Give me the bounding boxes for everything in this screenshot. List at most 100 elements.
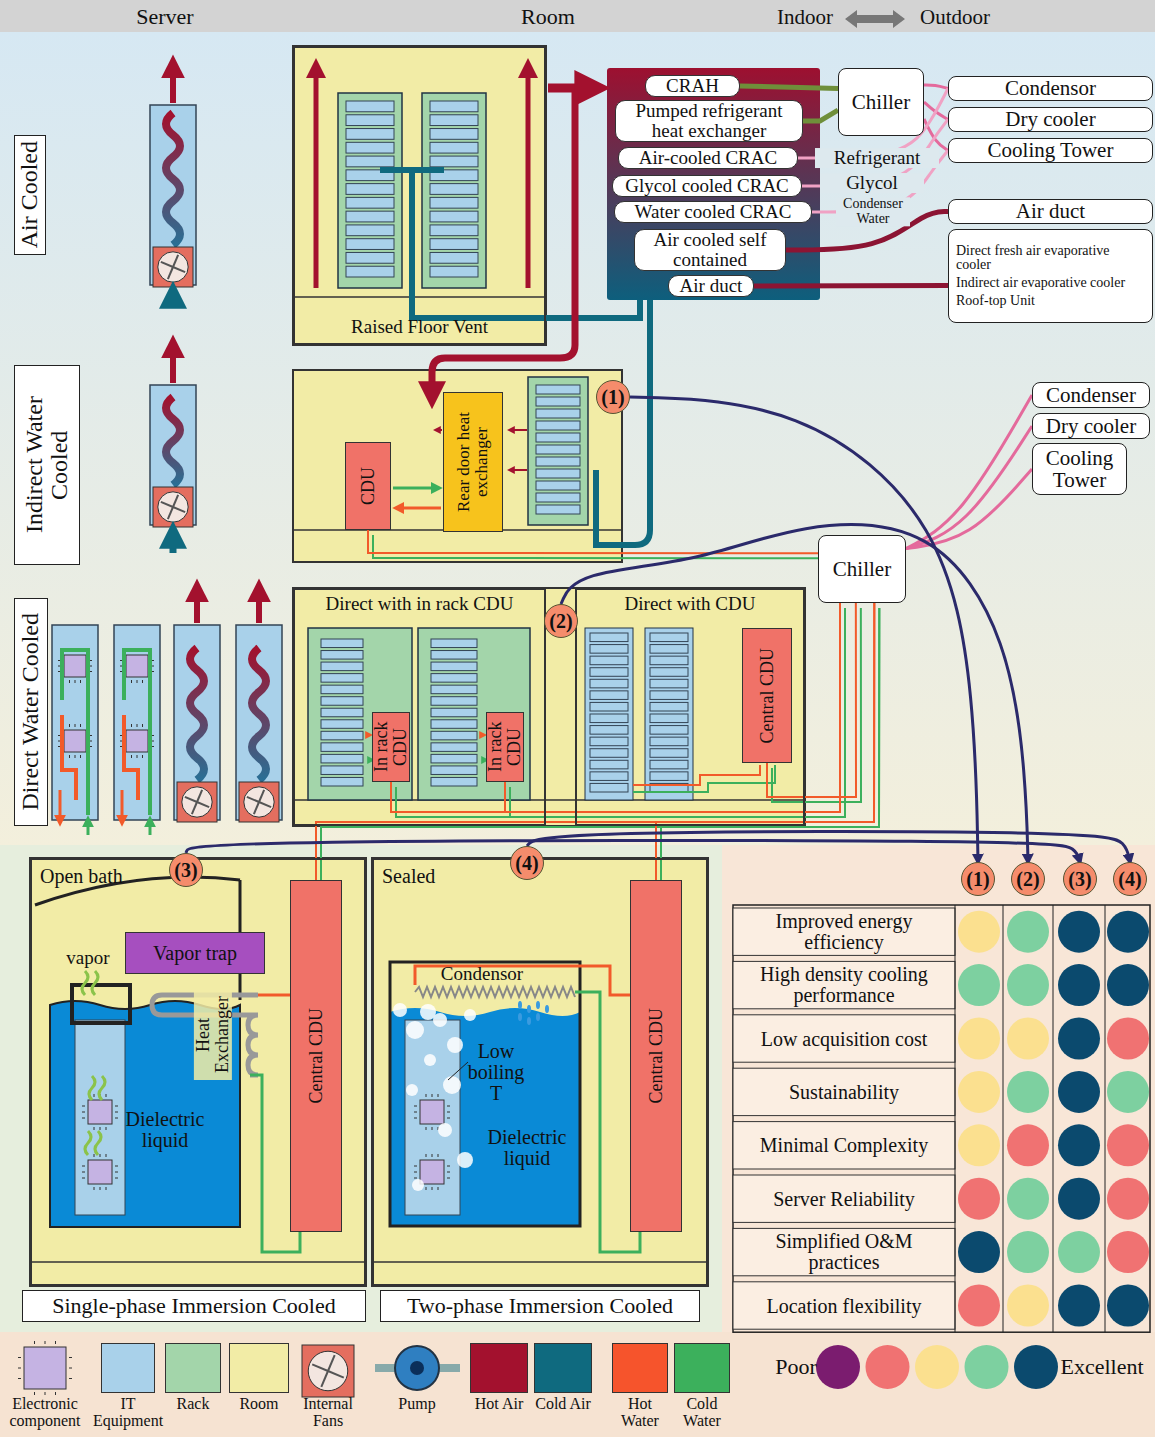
it-slot [431,639,477,648]
room-fill [293,588,805,826]
condensate-drop [536,1013,540,1021]
table-rule [955,905,956,1332]
fan-blade [168,507,173,519]
node-text: Indirect Water Cooled [22,366,72,564]
node-text: Open bath [40,866,123,887]
part-label: Dielectric liquid [477,1127,577,1169]
unit-box: Air cooled self contained [634,229,786,271]
hot-water-line [124,715,138,800]
fan-blade [328,1355,335,1371]
table-row-cell [733,1122,955,1169]
bubble [393,1003,407,1017]
it-slot [590,656,628,665]
it-slot [346,211,394,222]
it-slot [590,679,628,688]
floor-line [30,1261,366,1263]
chip-pin [82,1154,118,1190]
cold-pipe [396,608,845,817]
bubble [406,1084,418,1096]
legend-band [0,1332,1155,1437]
it-slot [590,702,628,711]
it-slot [590,633,628,642]
rating-dot [958,1178,1000,1220]
hot-air-arrow [526,66,531,288]
rating-dot [958,1071,1000,1113]
legend-icon-space [373,1343,461,1393]
equipment-box: Air duct [948,199,1153,224]
fan-blade [259,802,271,807]
cold-pipe [373,535,823,558]
cold-air-duct [380,170,640,318]
hot-water-arrow [368,734,370,736]
background [0,32,1155,847]
pump-hub [410,1361,424,1375]
it-slot [650,633,688,642]
it-slot [430,252,478,263]
chip [88,1160,112,1184]
it-slot [321,731,363,740]
header-bar [0,0,1155,32]
rating-dot [1058,1231,1100,1273]
rating-dot [1107,911,1149,953]
it-slot [650,714,688,723]
rating-dot [958,1231,1000,1273]
rating-dot [958,1018,1000,1060]
rating-dot [1058,911,1100,953]
fan-blade [185,797,197,802]
node-text: Two-phase Immersion Cooled [407,1294,673,1317]
sealed-tank [390,962,580,1226]
node-text: (1) [966,869,989,890]
condensate-drop [527,1005,531,1013]
fan-blade [259,790,264,802]
part-label: Dielectric liquid [115,1109,215,1151]
it-slot [431,731,477,740]
it-slot [536,481,580,490]
fan [239,782,279,822]
it-slot [431,651,477,660]
connector [803,110,838,121]
table-row-cell [733,1228,955,1275]
equipment-box: Dry cooler [1032,413,1150,439]
legend-text: Internal Fans [293,1396,363,1430]
fan-blade [161,262,173,267]
node-text: Central CDU [307,1008,326,1103]
it-slot [536,493,580,502]
rating-dot [1107,1124,1149,1166]
it-slot [590,726,628,735]
row-label: Indirect Water Cooled [14,365,80,565]
condensate-drop [536,1001,540,1009]
cold-pipe [661,608,879,885]
fan-blade [321,1371,328,1387]
fan-ring [158,252,188,282]
flow-arrow [510,429,527,431]
flow-arrow [170,292,177,306]
chip-pin [18,1341,72,1395]
rating-dot [1007,1124,1049,1166]
rack [308,628,412,800]
node-text: Chiller [833,558,891,580]
table-row-cell [733,961,955,1008]
it-slot [590,783,628,792]
it-slot [430,142,478,153]
edge-label: Refrigerant [815,148,939,168]
rating-dot [1007,911,1049,953]
cdu-box: In rack CDU [372,712,410,782]
fan-blade [161,502,173,507]
rating-dot [1058,1124,1100,1166]
part-label: vapor [58,948,118,968]
fan-blade [328,1371,344,1378]
it-slot [650,702,688,711]
equipment-box: Chiller [838,68,924,136]
room-fill [293,46,546,345]
node-text: (2) [549,611,572,632]
caption-box: Two-phase Immersion Cooled [380,1290,700,1322]
legend-swatch [229,1343,289,1393]
legend-item: Pump [382,1343,452,1413]
table-frame [733,905,1150,1332]
condensate-drop [545,1005,549,1013]
room-fill [372,858,708,1286]
water-pipe [505,603,840,812]
bubble [420,1004,436,1020]
row-label: Direct Water Cooled [14,598,48,826]
room-box: SealedCentral CDU [372,858,708,1286]
